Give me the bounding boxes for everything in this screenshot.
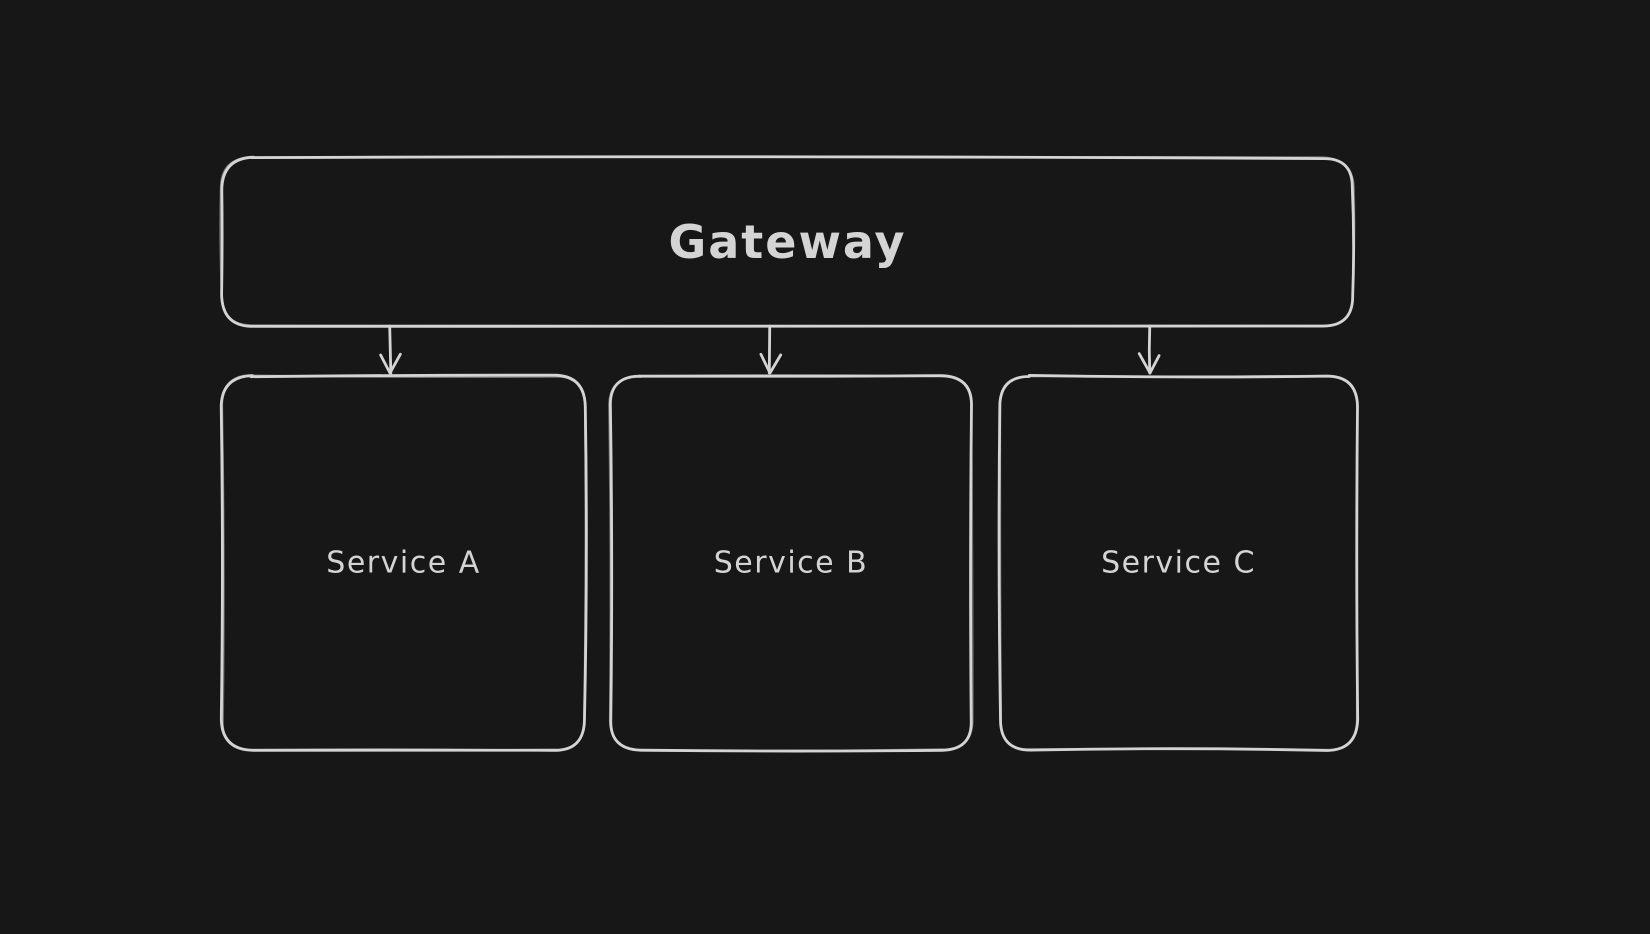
arrow-gateway-to-service-c [1137, 324, 1161, 375]
arrow-gateway-to-service-b [759, 324, 783, 375]
gateway-label: Gateway [668, 215, 907, 269]
service-b-node-outline [608, 374, 974, 753]
sketch-stroke [997, 374, 1360, 752]
service-c-node-outline [997, 374, 1360, 752]
sketch-stroke [608, 374, 974, 752]
sketch-stroke [219, 155, 1356, 328]
sketch-stroke [221, 374, 587, 752]
sketch-stroke [220, 155, 1356, 328]
sketch-stroke [608, 374, 973, 753]
sketch-stroke [379, 352, 402, 375]
sketch-stroke [1137, 352, 1161, 375]
service-a-node-outline [219, 373, 588, 752]
sketch-stroke [999, 374, 1359, 751]
gateway-node-outline [219, 155, 1356, 328]
arrow-gateway-to-service-a [379, 324, 402, 375]
sketch-stroke [759, 352, 783, 375]
service-c-label: Service C [1101, 545, 1256, 581]
service-b-label: Service B [713, 545, 869, 581]
sketch-stroke [388, 325, 392, 374]
service-a-label: Service A [326, 545, 481, 581]
sketch-stroke [219, 373, 588, 752]
